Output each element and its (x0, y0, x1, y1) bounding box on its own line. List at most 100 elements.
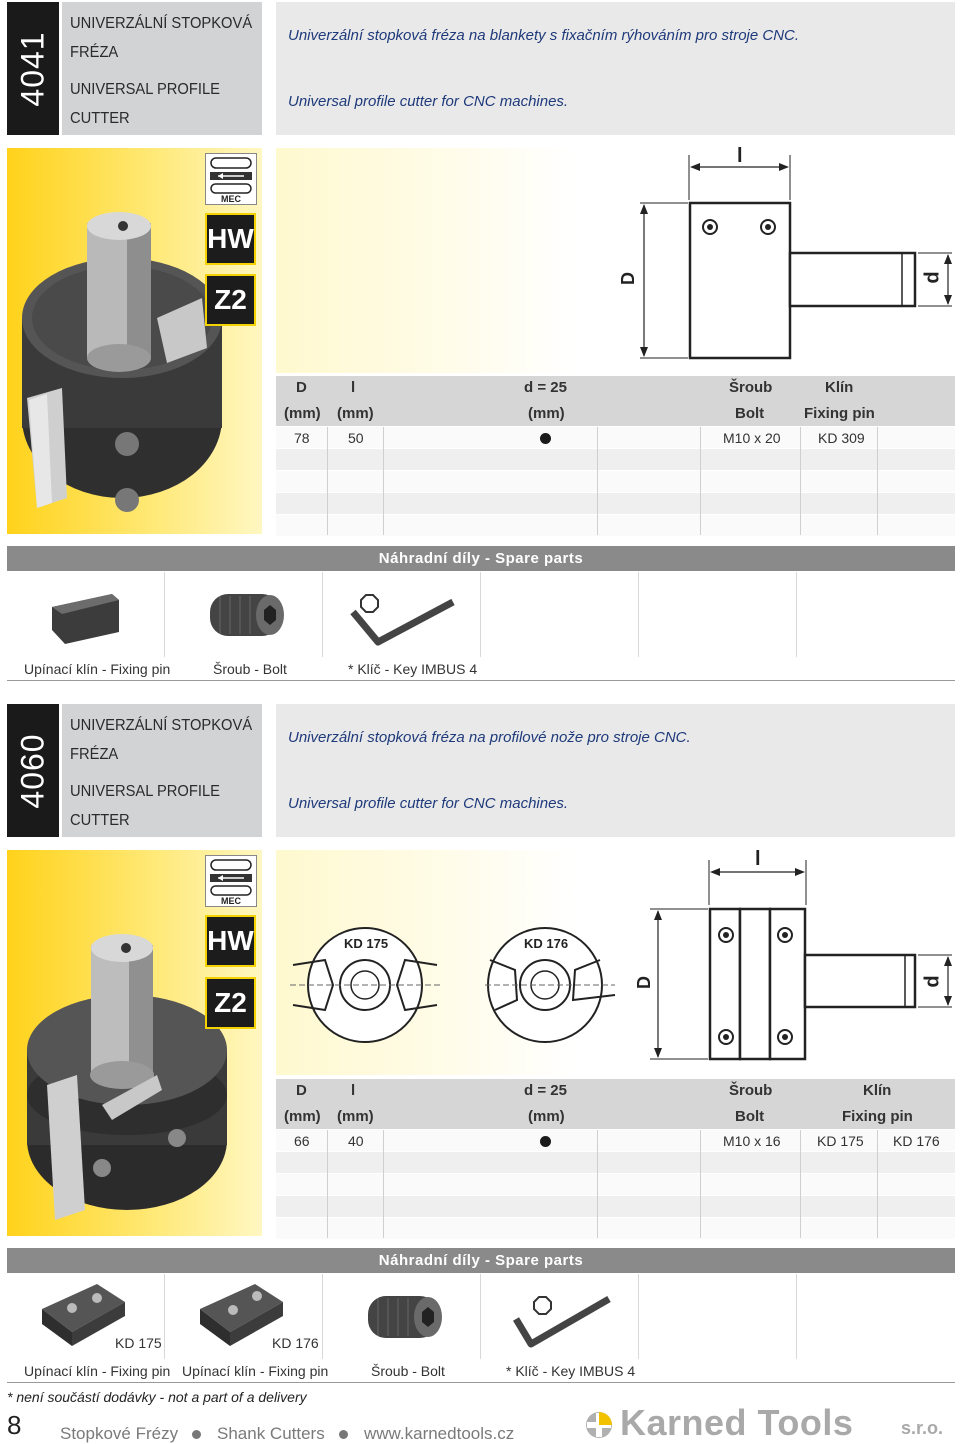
footer-section-en: Shank Cutters (217, 1424, 325, 1443)
dim-label-D: D (634, 976, 654, 989)
product-description-box: Univerzální stopková fréza na profilové … (276, 704, 955, 837)
col-D-header: D (296, 1082, 307, 1099)
cell-fixing-pin-2: KD 176 (893, 1133, 940, 1149)
spec-table-header (276, 1079, 955, 1129)
technical-drawing (640, 155, 952, 360)
cell-fixing-pin: KD 309 (818, 430, 865, 446)
spare-caption: Šroub - Bolt (213, 661, 287, 677)
title-cz-line2: FRÉZA (70, 44, 119, 61)
product-code-box: 4041 (7, 2, 59, 135)
col-l-unit: (mm) (337, 1108, 374, 1125)
spare-parts-header: Náhradní díly - Spare parts (7, 1248, 955, 1273)
table-row (276, 449, 955, 470)
table-row (276, 1218, 955, 1239)
description-cz: Univerzální stopková fréza na profilové … (288, 729, 691, 746)
col-d25-header: d = 25 (524, 1082, 567, 1099)
title-en-line1: UNIVERSAL PROFILE (70, 783, 220, 800)
table-row (276, 471, 955, 492)
product-title-box: UNIVERZÁLNÍ STOPKOVÁ FRÉZA UNIVERSAL PRO… (62, 2, 262, 135)
page-number: 8 (7, 1410, 22, 1440)
spare-empty-slot (481, 572, 639, 657)
col-l-header: l (351, 379, 356, 396)
table-row (276, 1152, 955, 1173)
product-code: 4060 (14, 732, 51, 809)
spare-fixing-pin-kd176-image (165, 1274, 323, 1359)
product-image-panel (7, 850, 262, 1236)
drawing-background (276, 148, 576, 373)
table-row (276, 1196, 955, 1217)
table-row (276, 1130, 955, 1151)
spare-caption: Šroub - Bolt (371, 1363, 445, 1379)
footer-url[interactable]: www.karnedtools.cz (364, 1424, 515, 1443)
col-d25-header: d = 25 (524, 379, 567, 396)
cell-bolt: M10 x 20 (723, 430, 781, 446)
col-bolt-header: Bolt (735, 405, 765, 422)
title-cz-line2: FRÉZA (70, 746, 119, 763)
kd175-label: KD 175 (342, 936, 391, 951)
feed-direction-icon (210, 157, 252, 194)
product-code-box: 4060 (7, 704, 59, 837)
spare-caption: Upínací klín - Fixing pin (24, 1363, 171, 1379)
spare-fixing-pin-kd175-image (7, 1274, 165, 1359)
dim-label-D: D (618, 272, 638, 285)
col-klin-header: Klín (863, 1082, 892, 1099)
cell-l: 40 (348, 1133, 364, 1149)
spare-bolt-image (165, 572, 323, 657)
table-row (276, 493, 955, 514)
brand-logo-icon (586, 1412, 612, 1438)
spare-caption: * Klíč - Key IMBUS 4 (348, 661, 478, 677)
col-l-unit: (mm) (337, 405, 374, 422)
spare-parts-header: Náhradní díly - Spare parts (7, 546, 955, 571)
spare-caption: * Klíč - Key IMBUS 4 (506, 1363, 636, 1379)
cutter-image (22, 212, 222, 512)
spare-label-kd176: KD 176 (272, 1335, 319, 1351)
footer-section-cz: Stopkové Frézy (60, 1424, 179, 1443)
spare-key-image (481, 1274, 639, 1359)
col-sroub-header: Šroub (729, 1082, 773, 1099)
bullet-icon (339, 1430, 348, 1439)
table-row (276, 427, 955, 448)
cell-bolt: M10 x 16 (723, 1133, 781, 1149)
bullet-icon (192, 1430, 201, 1439)
dim-label-l: l (737, 145, 743, 167)
col-d25-unit: (mm) (528, 405, 565, 422)
mec-badge: MEC (205, 855, 257, 907)
dim-label-d: d (921, 975, 944, 988)
table-row (276, 1174, 955, 1195)
cell-l: 50 (348, 430, 364, 446)
dim-label-l: l (755, 848, 761, 870)
spare-label-kd175: KD 175 (115, 1335, 162, 1351)
hw-badge: HW (205, 915, 256, 967)
spare-empty-slot (639, 572, 797, 657)
cutter-top-views (290, 927, 616, 1043)
description-en: Universal profile cutter for CNC machine… (288, 93, 569, 110)
col-D-header: D (296, 379, 307, 396)
brand-suffix: s.r.o. (901, 1418, 944, 1438)
col-sroub-header: Šroub (729, 379, 773, 396)
col-D-unit: (mm) (284, 405, 321, 422)
title-cz-line1: UNIVERZÁLNÍ STOPKOVÁ (70, 717, 253, 734)
cell-fixing-pin-1: KD 175 (817, 1133, 864, 1149)
feed-direction-icon (210, 859, 252, 896)
title-en-line2: CUTTER (70, 110, 130, 127)
mec-label: MEC (221, 896, 241, 906)
col-fixing-pin-header: Fixing pin (842, 1108, 913, 1125)
col-bolt-header: Bolt (735, 1108, 765, 1125)
dim-label-d: d (921, 271, 944, 284)
cutter-image (27, 934, 227, 1220)
hw-badge: HW (205, 213, 256, 265)
mec-badge: MEC (205, 153, 257, 205)
col-l-header: l (351, 1082, 356, 1099)
col-klin-header: Klín (825, 379, 854, 396)
spec-table-header (276, 376, 955, 426)
description-en: Universal profile cutter for CNC machine… (288, 795, 569, 812)
delivery-note: * není součástí dodávky - not a part of … (7, 1389, 307, 1405)
spare-fixing-pin-image (7, 572, 165, 657)
technical-drawing (650, 860, 952, 1061)
bullet-icon (540, 433, 551, 444)
kd176-label: KD 176 (522, 936, 571, 951)
product-description-box: Univerzální stopková fréza na blankety s… (276, 2, 955, 135)
description-cz: Univerzální stopková fréza na blankety s… (288, 27, 800, 44)
z2-badge: Z2 (205, 977, 256, 1029)
bullet-icon (540, 1136, 551, 1147)
